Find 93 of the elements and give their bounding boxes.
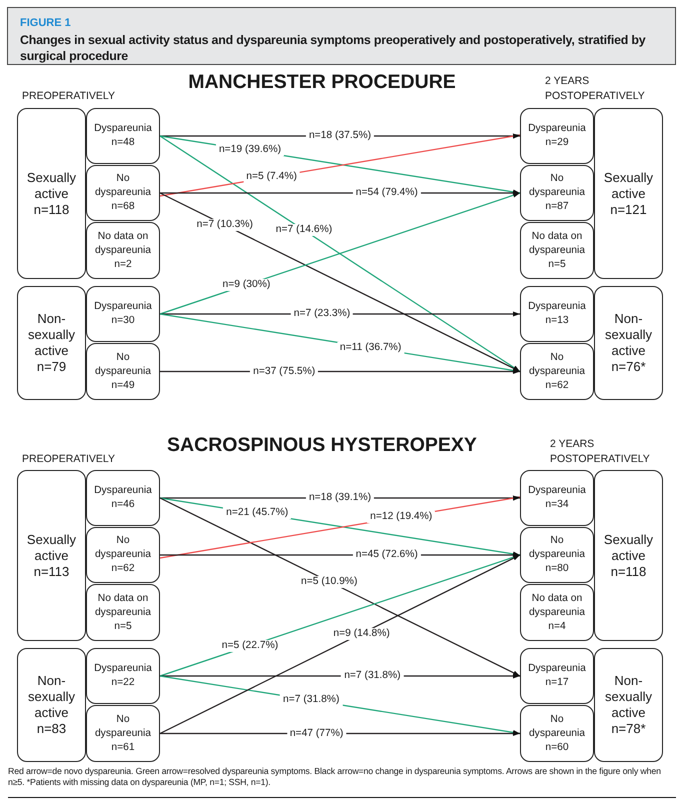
category-label: Dyspareunia bbox=[528, 484, 586, 498]
edge-label: n=7 (23.3%) bbox=[290, 308, 354, 320]
arrow bbox=[160, 192, 520, 372]
phase-label: 2 YEARS POSTOPERATIVELY bbox=[545, 74, 646, 104]
status-box bbox=[17, 470, 86, 641]
status-box bbox=[17, 108, 86, 279]
count-label: n=83 bbox=[36, 721, 66, 737]
category-box bbox=[86, 343, 160, 400]
category-box bbox=[520, 343, 594, 400]
count-label: n=76* bbox=[611, 359, 646, 375]
category-box bbox=[520, 584, 594, 641]
category-box bbox=[520, 470, 594, 526]
edge-label: n=54 (79.4%) bbox=[352, 187, 421, 199]
count-label: n=46 bbox=[111, 498, 135, 512]
edge-label: n=21 (45.7%) bbox=[223, 507, 292, 520]
phase-label: PREOPERATIVELY bbox=[22, 452, 115, 467]
figure-title: Changes in sexual activity status and dyspareunia symptoms preoperatively and postoperatively, stratified by surgical procedure bbox=[20, 32, 646, 64]
count-label: n=13 bbox=[545, 314, 569, 328]
category-box bbox=[86, 527, 160, 583]
category-box bbox=[520, 286, 594, 342]
edge-label: n=7 (31.8%) bbox=[341, 670, 404, 682]
category-box bbox=[86, 648, 160, 704]
category-box bbox=[86, 222, 160, 279]
count-label: n=79 bbox=[36, 359, 66, 375]
edge-label: n=12 (19.4%) bbox=[367, 511, 436, 524]
arrow bbox=[160, 497, 520, 677]
category-box bbox=[520, 108, 594, 164]
section-title: MANCHESTER PROCEDURE bbox=[188, 70, 456, 94]
category-box bbox=[86, 165, 160, 221]
arrow bbox=[160, 192, 520, 315]
category-label: Dyspareunia bbox=[528, 662, 586, 676]
category-box bbox=[520, 165, 594, 221]
status-box bbox=[17, 648, 86, 762]
arrow bbox=[160, 554, 520, 734]
category-box bbox=[86, 705, 160, 762]
status-box bbox=[594, 648, 663, 762]
count-label: n=17 bbox=[545, 676, 569, 690]
category-box bbox=[86, 470, 160, 526]
count-label: n=118 bbox=[610, 564, 646, 580]
category-label: Dyspareunia bbox=[94, 662, 152, 676]
count-label: n=87 bbox=[545, 200, 569, 214]
status-box bbox=[594, 470, 663, 641]
count-label: n=113 bbox=[34, 564, 70, 580]
category-box bbox=[86, 584, 160, 641]
footnote-text: Red arrow=de novo dyspareunia. Green arrow=resolved dyspareunia symptoms. Black arrow=no change in dyspareunia symptoms. Arrows are shown in the figure only when n≥5. *Patients with missing data on dyspareunia (MP, n=1; SSH, n=1). bbox=[8, 766, 662, 788]
count-label: n=4 bbox=[548, 620, 566, 634]
status-box bbox=[17, 286, 86, 400]
count-label: n=49 bbox=[111, 378, 135, 392]
phase-label: PREOPERATIVELY bbox=[22, 89, 115, 104]
count-label: n=30 bbox=[111, 314, 135, 328]
category-label: Dyspareunia bbox=[94, 484, 152, 498]
edge-label: n=18 (39.1%) bbox=[306, 492, 374, 504]
category-label: Dyspareunia bbox=[94, 122, 152, 136]
edge-label: n=11 (36.7%) bbox=[336, 342, 404, 354]
section-title: SACROSPINOUS HYSTEROPEXY bbox=[167, 433, 477, 457]
category-box bbox=[520, 705, 594, 762]
edge-label: n=19 (39.6%) bbox=[216, 144, 284, 156]
count-label: n=22 bbox=[111, 676, 135, 690]
category-label: Dyspareunia bbox=[528, 122, 586, 136]
edge-label: n=18 (37.5%) bbox=[306, 130, 374, 142]
figure-number: FIGURE 1 bbox=[20, 16, 71, 30]
category-box bbox=[86, 286, 160, 342]
category-box bbox=[520, 527, 594, 583]
category-box bbox=[86, 108, 160, 164]
count-label: n=60 bbox=[545, 740, 569, 754]
count-label: n=5 bbox=[114, 620, 132, 634]
category-box bbox=[520, 222, 594, 279]
category-label: Dyspareunia bbox=[528, 300, 586, 314]
edge-label: n=37 (75.5%) bbox=[250, 366, 318, 378]
edge-label: n=47 (77%) bbox=[286, 728, 346, 740]
count-label: n=78* bbox=[611, 721, 646, 737]
status-box bbox=[594, 286, 663, 400]
edge-label: n=7 (31.8%) bbox=[280, 694, 342, 706]
count-label: n=80 bbox=[545, 562, 569, 576]
count-label: n=118 bbox=[34, 202, 70, 218]
count-label: n=29 bbox=[545, 136, 569, 150]
count-label: n=5 bbox=[548, 258, 566, 272]
edge-label: n=5 (7.4%) bbox=[243, 171, 300, 184]
status-box bbox=[594, 108, 663, 279]
count-label: n=62 bbox=[545, 378, 569, 392]
count-label: n=121 bbox=[610, 202, 647, 218]
count-label: n=68 bbox=[111, 200, 135, 214]
category-box bbox=[520, 648, 594, 704]
count-label: n=62 bbox=[111, 562, 135, 576]
count-label: n=61 bbox=[111, 740, 135, 754]
category-label: Dyspareunia bbox=[94, 300, 152, 314]
arrow bbox=[160, 554, 520, 677]
count-label: n=2 bbox=[114, 258, 132, 272]
edge-label: n=45 (72.6%) bbox=[352, 549, 421, 561]
count-label: n=48 bbox=[111, 136, 135, 150]
count-label: n=34 bbox=[545, 498, 569, 512]
arrow bbox=[160, 136, 520, 372]
phase-label: 2 YEARS POSTOPERATIVELY bbox=[550, 437, 651, 467]
